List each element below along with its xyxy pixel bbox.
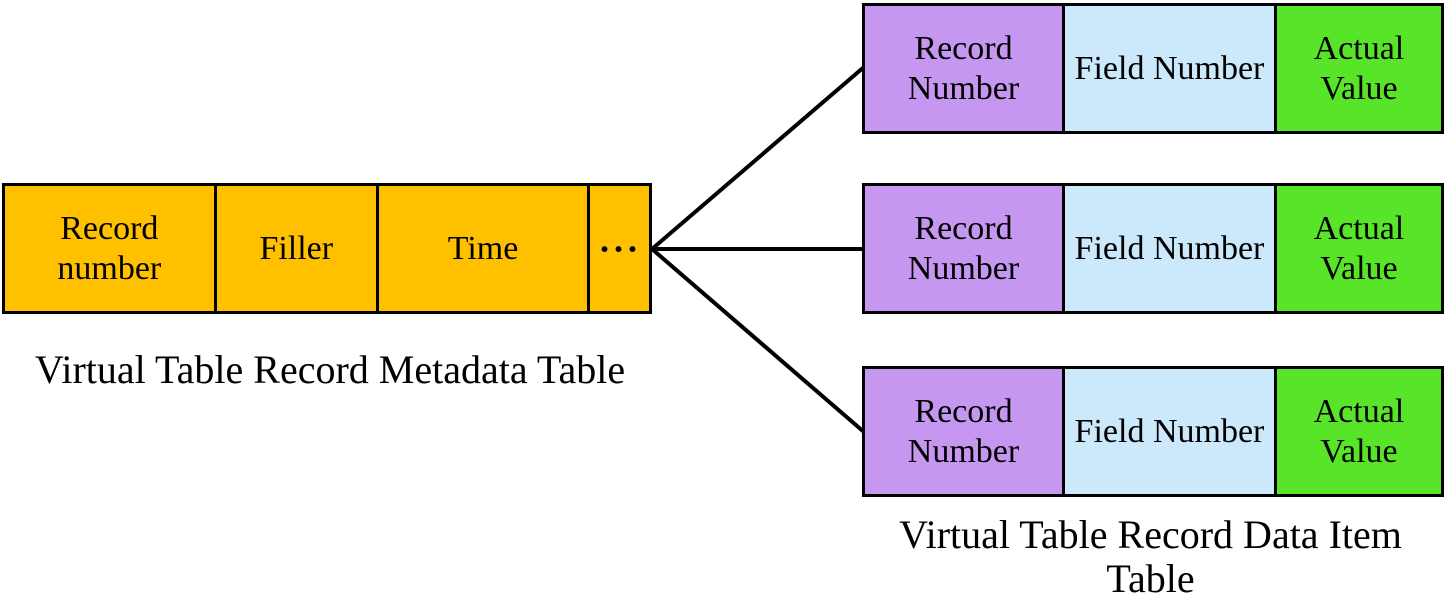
data-item-cell-record-number: Record Number	[865, 186, 1062, 311]
data-item-table-caption: Virtual Table Record Data Item Table	[899, 512, 1402, 601]
connector-line-top	[650, 65, 866, 251]
data-item-cell-actual-value: Actual Value	[1273, 369, 1441, 494]
data-item-row: Record Number Field Number Actual Value	[862, 183, 1444, 314]
data-item-cell-field-number: Field Number	[1061, 186, 1274, 311]
data-item-cell-field-number: Field Number	[1061, 6, 1274, 131]
metadata-cell-filler: Filler	[213, 186, 376, 311]
data-item-cell-actual-value: Actual Value	[1273, 6, 1441, 131]
data-item-row: Record Number Field Number Actual Value	[862, 3, 1444, 134]
connector-line-bottom	[650, 247, 866, 434]
data-item-cell-record-number: Record Number	[865, 6, 1062, 131]
data-item-cell-actual-value: Actual Value	[1273, 186, 1441, 311]
data-item-row: Record Number Field Number Actual Value	[862, 366, 1444, 497]
data-item-cell-record-number: Record Number	[865, 369, 1062, 494]
metadata-table-caption: Virtual Table Record Metadata Table	[34, 347, 626, 392]
metadata-table: Record number Filler Time ···	[2, 183, 652, 314]
metadata-cell-time: Time	[375, 186, 588, 311]
metadata-cell-ellipsis: ···	[587, 186, 649, 311]
metadata-cell-record-number: Record number	[5, 186, 214, 311]
data-item-cell-field-number: Field Number	[1061, 369, 1274, 494]
